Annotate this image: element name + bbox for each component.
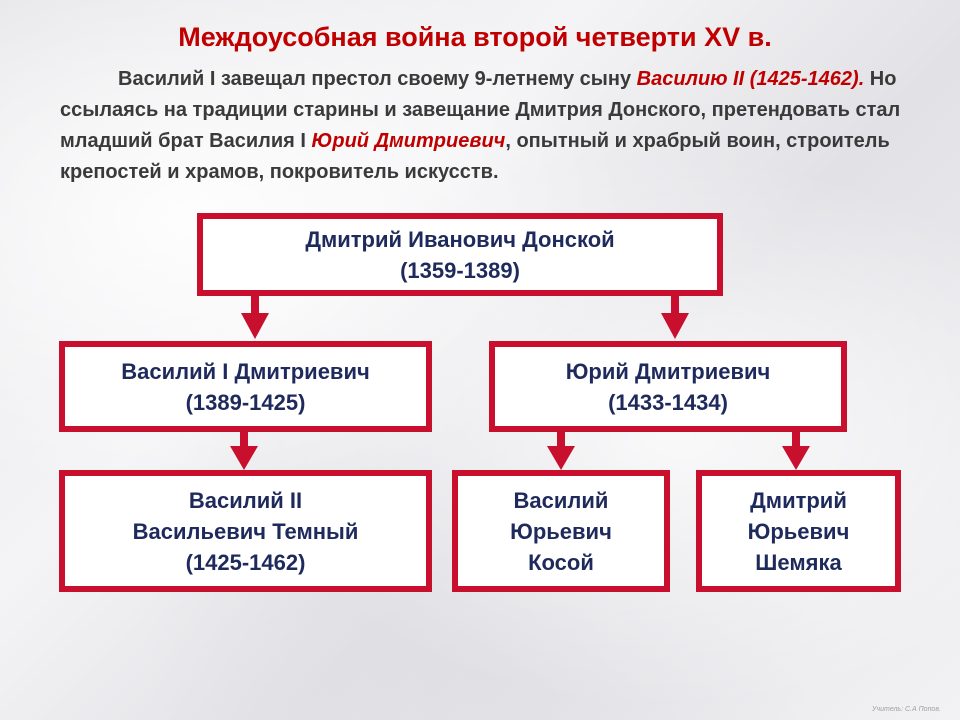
node-name: Юрий Дмитриевич (565, 358, 771, 384)
node-years: (1389-1425) (185, 389, 306, 415)
node-vasily-1: Василий I Дмитриевич (1389-1425) (59, 341, 432, 432)
intro-highlight-vasily2: Василию II (1425-1462). (636, 68, 865, 90)
node-name: Василий (513, 487, 609, 513)
node-patronymic: Юрьевич (510, 518, 612, 544)
intro-paragraph: Василий I завещал престол своему 9-летне… (60, 64, 940, 188)
node-nickname: Шемяка (755, 549, 842, 575)
arrowhead-root-yuri (661, 313, 689, 339)
node-years: (1433-1434) (608, 389, 728, 415)
node-nickname: Косой (528, 549, 594, 575)
arrowhead-root-vasily1 (241, 313, 269, 339)
author-credit: Учитель: С.А Попов. (872, 706, 941, 713)
node-vasily-kosoy: Василий Юрьевич Косой (452, 470, 670, 592)
arrowhead-vasily1-vasily2 (230, 446, 258, 470)
intro-text-2: Но ссылаясь на традиции старины и завеща… (60, 68, 901, 152)
node-name-2: Васильевич Темный (132, 518, 359, 544)
connector-root-vasily1 (251, 293, 259, 315)
node-vasily-2: Василий II Васильевич Темный (1425-1462) (59, 470, 432, 592)
arrowhead-yuri-kosoy (547, 446, 575, 470)
node-name: Василий II (188, 487, 303, 513)
connector-yuri-shemyaka (792, 430, 800, 450)
connector-vasily1-vasily2 (240, 430, 248, 450)
connector-yuri-kosoy (557, 430, 565, 450)
node-yuri-dmitrievich: Юрий Дмитриевич (1433-1434) (489, 341, 847, 432)
node-name: Василий I Дмитриевич (121, 358, 370, 384)
node-name: Дмитрий Иванович Донской (305, 226, 615, 252)
intro-highlight-yuri: Юрий Дмитриевич (311, 130, 506, 152)
intro-text-1: Василий I завещал престол своему 9-летне… (118, 68, 637, 90)
node-name: Дмитрий (750, 487, 847, 513)
arrowhead-yuri-shemyaka (782, 446, 810, 470)
node-dmitry-shemyaka: Дмитрий Юрьевич Шемяка (696, 470, 901, 592)
connector-root-yuri (671, 293, 679, 315)
node-patronymic: Юрьевич (747, 518, 850, 544)
node-dmitry-donskoy: Дмитрий Иванович Донской (1359-1389) (197, 213, 723, 296)
slide-title: Междоусобная война второй четверти XV в. (178, 22, 772, 52)
intro-text-3: , опытный и храбрый воин, строитель креп… (60, 130, 890, 183)
node-years: (1425-1462) (185, 549, 306, 575)
node-years: (1359-1389) (400, 257, 520, 283)
